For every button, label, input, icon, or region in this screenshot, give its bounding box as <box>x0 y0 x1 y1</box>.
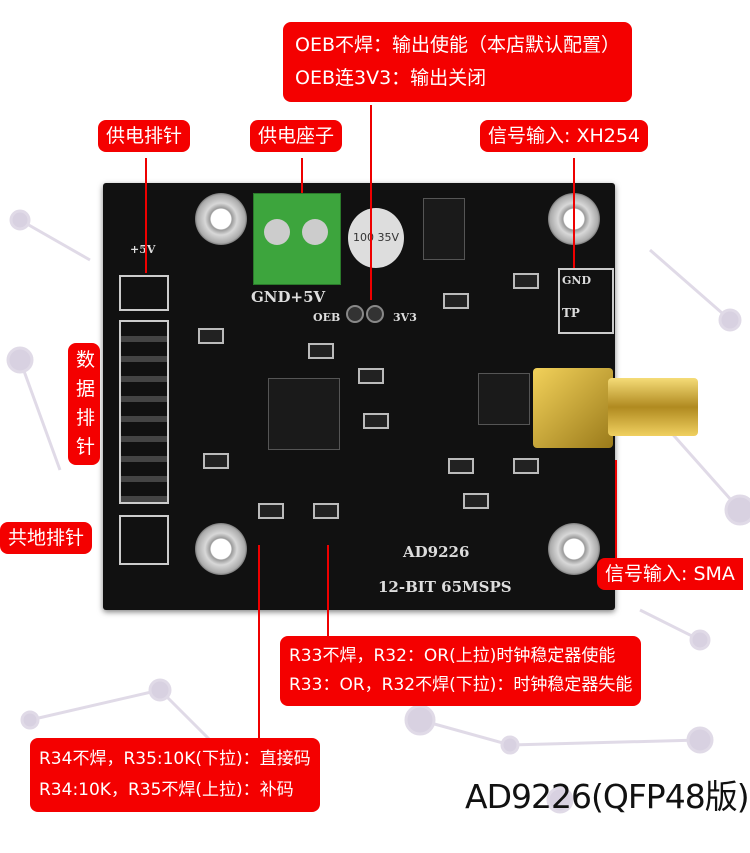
electrolytic-capacitor: 100 35V <box>348 208 404 268</box>
opamp-chip <box>478 373 530 425</box>
data-header-callout: 数据排针 <box>68 343 100 465</box>
callout-line: R33不焊，R32：OR(上拉)时钟稳定器使能 <box>289 646 616 666</box>
mounting-hole <box>195 523 247 575</box>
data-header <box>119 320 169 504</box>
signal-xh254-callout: 信号输入: XH254 <box>480 120 649 152</box>
sma-connector <box>533 368 613 448</box>
gnd-header-callout: 共地排针 <box>0 522 93 554</box>
power-terminal-block <box>253 193 341 285</box>
signal-sma-callout: 信号输入: SMA <box>597 558 743 590</box>
silk-tp: TP <box>562 306 580 320</box>
silk-5v: +5V <box>130 243 156 256</box>
coding-callout: R34不焊，R35:10K(下拉)：直接码 R34:10K，R35不焊(上拉)：… <box>30 738 320 812</box>
power-header <box>119 275 169 311</box>
sma-barrel <box>608 378 698 436</box>
capacitor-label: 100 35V <box>352 231 399 244</box>
silk-3v3: 3V3 <box>393 311 417 324</box>
adc-chip <box>268 378 340 450</box>
silk-chip-name: AD9226 <box>403 543 470 561</box>
silk-gnd: GND <box>562 274 591 287</box>
leader-line <box>327 545 329 636</box>
oeb-pin <box>346 305 364 323</box>
power-header-callout: 供电排针 <box>98 120 191 152</box>
ad9226-pcb-board: 100 35V GND+5V OEB 3V3 +5V GND TP AD9226… <box>103 183 698 610</box>
leader-line <box>145 158 147 273</box>
callout-line: OEB不焊：输出使能（本店默认配置） <box>295 34 620 56</box>
mounting-hole <box>195 193 247 245</box>
leader-line <box>370 105 372 300</box>
leader-line <box>301 158 303 193</box>
clock-stabilizer-callout: R33不焊，R32：OR(上拉)时钟稳定器使能 R33：OR，R32不焊(下拉)… <box>280 636 642 706</box>
xh254-connector: GND TP <box>558 268 614 334</box>
gnd-header <box>119 515 169 565</box>
silk-power-label: GND+5V <box>251 288 326 306</box>
mounting-hole <box>548 523 600 575</box>
callout-line: R34:10K，R35不焊(上拉)：补码 <box>39 780 294 800</box>
callout-line: R34不焊，R35:10K(下拉)：直接码 <box>39 749 311 769</box>
product-title: AD9226(QFP48版) <box>465 777 750 816</box>
oeb-callout: OEB不焊：输出使能（本店默认配置） OEB连3V3：输出关闭 <box>283 22 632 102</box>
callout-line: R33：OR，R32不焊(下拉)：时钟稳定器失能 <box>289 675 633 695</box>
leader-line <box>258 545 260 738</box>
leader-line <box>573 158 575 268</box>
silk-oeb: OEB <box>313 311 341 324</box>
power-socket-callout: 供电座子 <box>250 120 343 152</box>
oeb-pin <box>366 305 384 323</box>
silk-spec: 12-BIT 65MSPS <box>378 578 512 596</box>
regulator-chip <box>423 198 465 260</box>
leader-line <box>615 460 617 558</box>
callout-line: OEB连3V3：输出关闭 <box>295 67 487 89</box>
